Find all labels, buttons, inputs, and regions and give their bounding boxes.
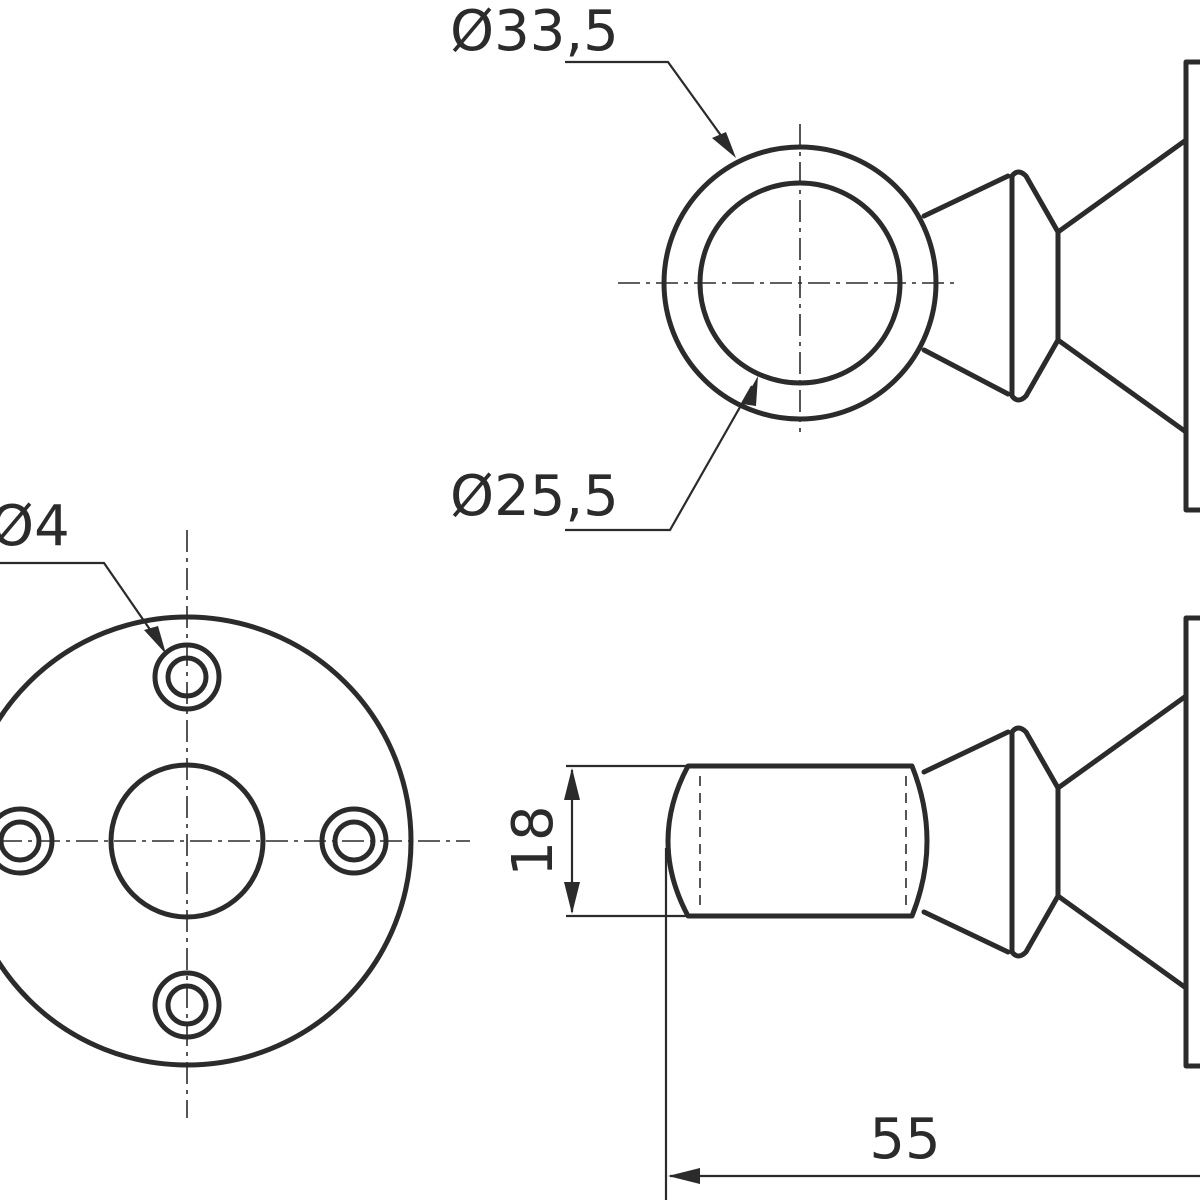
side-view-neck-bottom xyxy=(921,909,1011,955)
end-view-neck-top xyxy=(921,173,1011,219)
end-view: Ø33,5 Ø25,5 xyxy=(450,0,1200,532)
hole-diameter-arrow xyxy=(144,626,166,654)
height-arrow-bottom xyxy=(564,882,580,914)
length-label: 55 xyxy=(869,1107,940,1172)
inner-diameter-label: Ø25,5 xyxy=(450,464,619,529)
side-view-collar xyxy=(1009,725,1061,959)
side-view-neck-top xyxy=(921,729,1011,775)
outer-diameter-arrow xyxy=(712,132,736,158)
length-arrow-left xyxy=(668,1168,700,1184)
side-view-rod-end xyxy=(665,763,930,919)
inner-diameter-leader xyxy=(565,385,753,532)
outer-diameter-label: Ø33,5 xyxy=(450,0,619,64)
flange-view: Ø4 xyxy=(0,494,470,1118)
inner-diameter-arrow xyxy=(742,376,758,406)
end-view-base-cone-top xyxy=(1055,137,1189,235)
end-view-neck-bottom xyxy=(921,347,1011,397)
side-view-base-cone-bottom xyxy=(1055,893,1189,991)
end-view-wall-plate xyxy=(1183,59,1200,513)
hole-diameter-label: Ø4 xyxy=(0,494,70,559)
height-arrow-top xyxy=(564,768,580,800)
side-view: 18 55 xyxy=(501,615,1200,1200)
side-view-base-cone-top xyxy=(1055,693,1189,791)
hole-diameter-leader xyxy=(0,561,161,645)
outer-diameter-leader xyxy=(565,60,731,149)
side-view-wall-plate xyxy=(1183,615,1200,1069)
end-view-base-cone-bottom xyxy=(1055,337,1189,435)
height-label: 18 xyxy=(501,805,566,876)
end-view-collar xyxy=(1009,169,1061,403)
